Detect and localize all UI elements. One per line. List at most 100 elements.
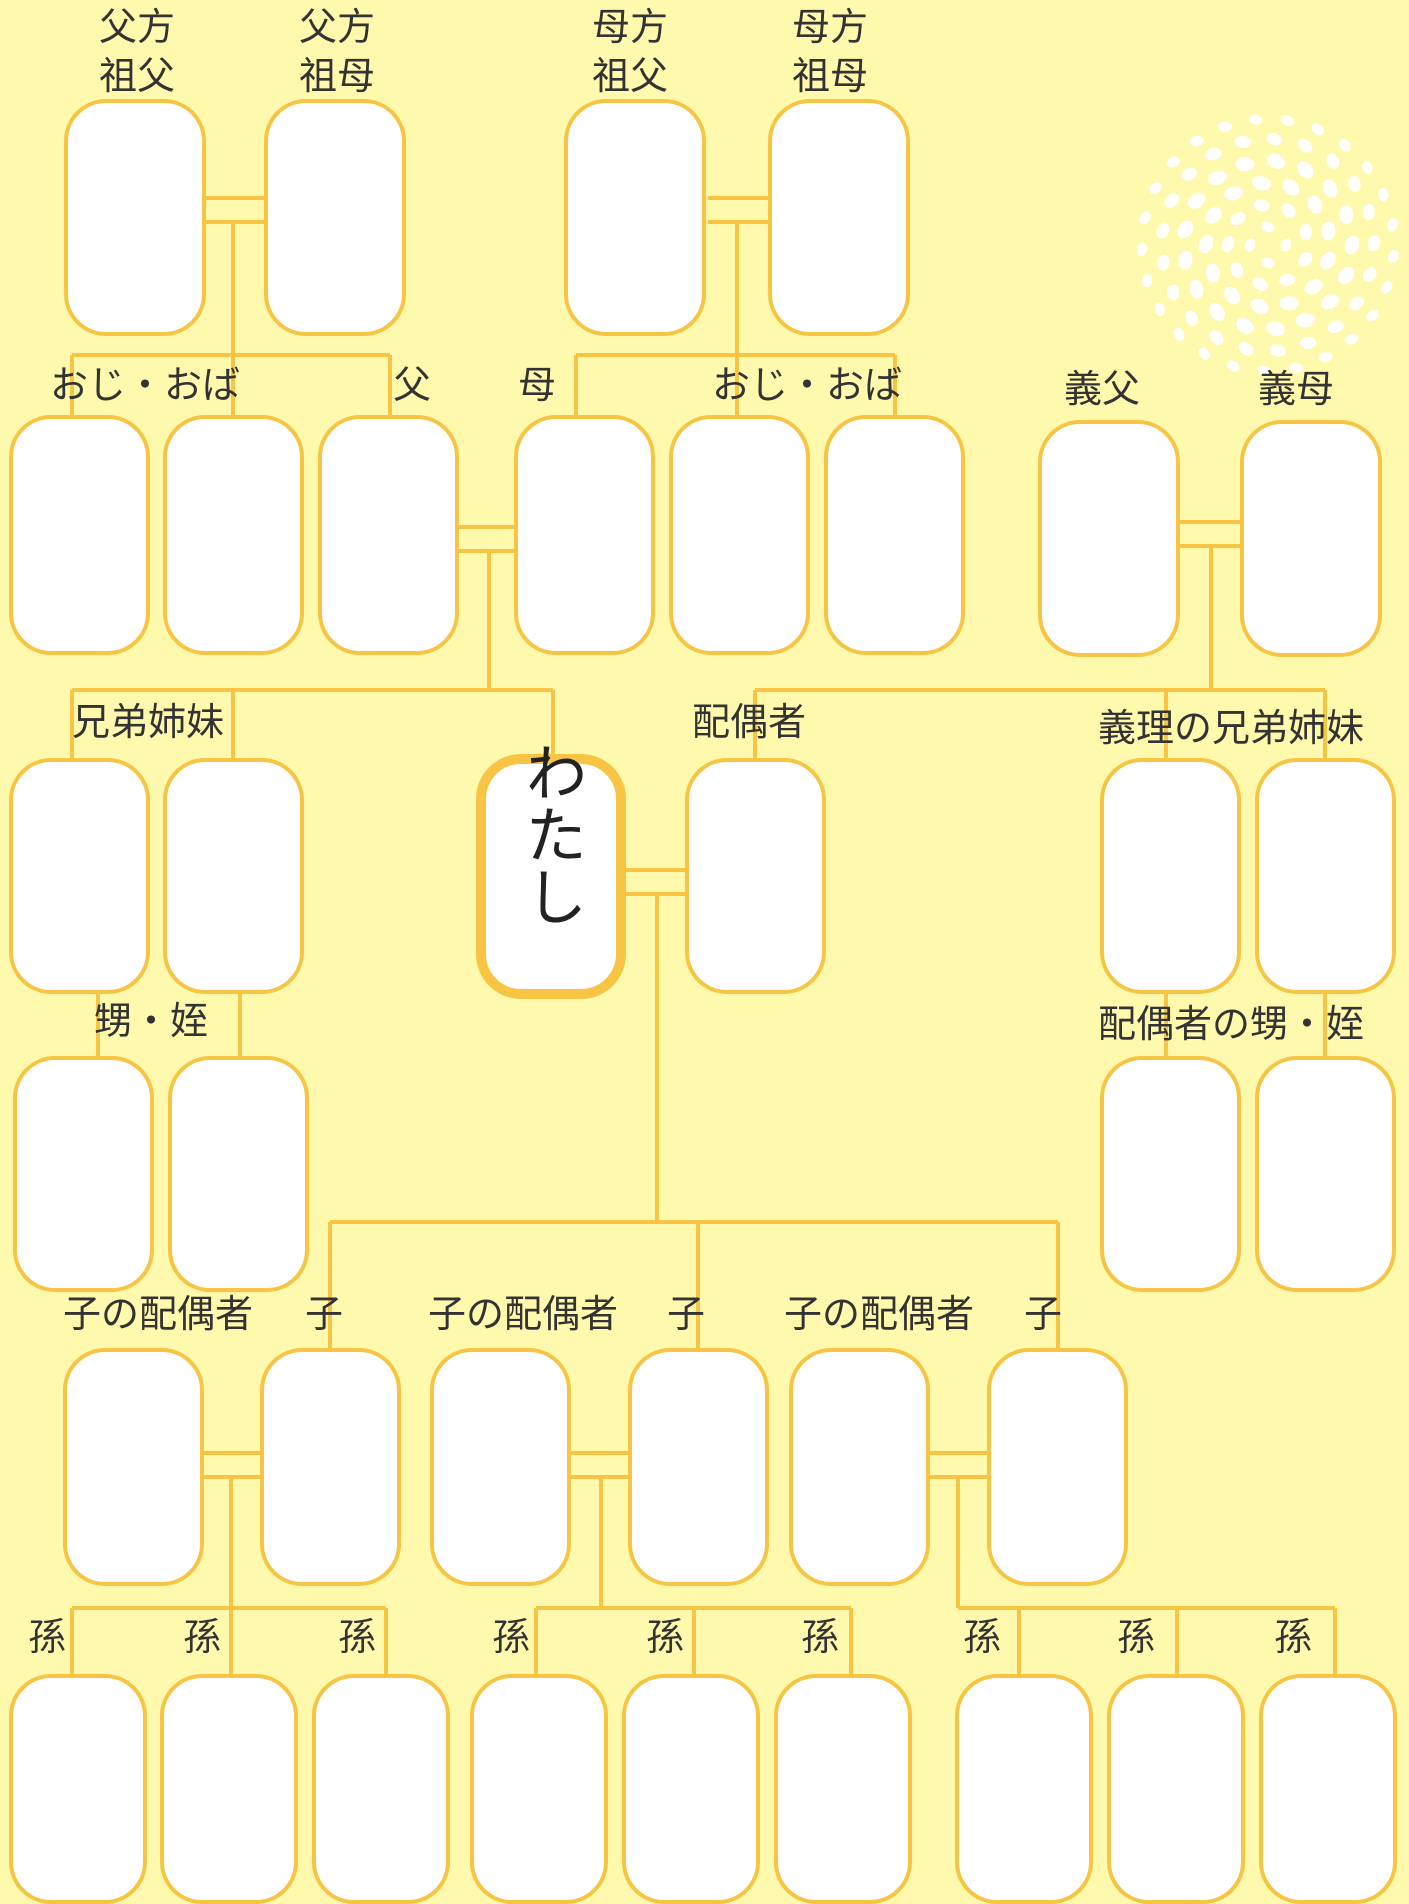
box-father-in-law[interactable] bbox=[1038, 420, 1180, 657]
sun-dot bbox=[1367, 235, 1381, 252]
box-paternal-grandfather[interactable] bbox=[64, 99, 206, 336]
dotted-sun-icon bbox=[1136, 114, 1399, 377]
sun-dot bbox=[1166, 156, 1180, 168]
box-child-3[interactable] bbox=[987, 1348, 1128, 1586]
sun-dot bbox=[1189, 279, 1204, 299]
label-grandchild-5: 孫 bbox=[646, 1615, 684, 1659]
label-grandchild-1: 孫 bbox=[28, 1615, 66, 1659]
box-grandchild-6[interactable] bbox=[774, 1674, 912, 1904]
sun-dot bbox=[1345, 333, 1359, 345]
sun-dot bbox=[1322, 179, 1338, 198]
label-paternal-grandfather-line1: 父方 bbox=[99, 5, 175, 49]
label-grandchild-3: 孫 bbox=[338, 1615, 376, 1659]
sun-dot bbox=[1235, 157, 1255, 172]
label-child-1: 子 bbox=[305, 1292, 343, 1336]
label-maternal-grandfather-line1: 母方 bbox=[592, 5, 668, 49]
box-spouse-nephew-niece-1[interactable] bbox=[1100, 1056, 1241, 1292]
box-spouse[interactable] bbox=[685, 758, 826, 994]
box-maternal-grandfather[interactable] bbox=[564, 99, 706, 336]
box-grandchild-7[interactable] bbox=[955, 1674, 1093, 1904]
box-sibling-1[interactable] bbox=[9, 758, 150, 994]
box-sibling-2[interactable] bbox=[163, 758, 304, 994]
sun-dot bbox=[1178, 250, 1193, 270]
label-siblings: 兄弟姉妹 bbox=[72, 700, 224, 744]
sun-dot bbox=[1289, 362, 1303, 373]
sun-dot bbox=[1261, 221, 1275, 233]
sun-dot bbox=[1280, 115, 1294, 126]
label-maternal-grandmother-line2: 祖母 bbox=[792, 54, 868, 98]
sun-dot bbox=[1297, 138, 1313, 153]
box-grandchild-3[interactable] bbox=[312, 1674, 450, 1904]
box-mother-in-law[interactable] bbox=[1240, 420, 1382, 657]
box-paternal-aunt-uncle-1[interactable] bbox=[9, 415, 150, 655]
sun-dot bbox=[1339, 205, 1354, 225]
sun-dot bbox=[1198, 347, 1211, 360]
label-child-spouse-3: 子の配偶者 bbox=[784, 1292, 974, 1336]
label-grandchild-4: 孫 bbox=[492, 1615, 530, 1659]
label-child-spouse-1: 子の配偶者 bbox=[63, 1292, 253, 1336]
box-child-1[interactable] bbox=[260, 1348, 401, 1586]
box-child-spouse-2[interactable] bbox=[430, 1348, 571, 1586]
box-nephew-niece-1[interactable] bbox=[13, 1056, 154, 1292]
box-sibling-in-law-2[interactable] bbox=[1255, 758, 1396, 994]
box-father[interactable] bbox=[318, 415, 459, 655]
box-grandchild-9[interactable] bbox=[1259, 1674, 1397, 1904]
box-grandchild-5[interactable] bbox=[622, 1674, 760, 1904]
sun-dot bbox=[1224, 286, 1240, 305]
box-mother[interactable] bbox=[514, 415, 655, 655]
sun-dot bbox=[1298, 252, 1313, 267]
sun-dot bbox=[1321, 221, 1336, 241]
sun-dot bbox=[1320, 294, 1340, 310]
sun-dot bbox=[1230, 262, 1244, 279]
box-child-spouse-1[interactable] bbox=[63, 1348, 204, 1586]
box-grandchild-1[interactable] bbox=[9, 1674, 147, 1904]
label-paternal-aunt-uncle: おじ・おば bbox=[50, 363, 240, 407]
sun-dot bbox=[1344, 235, 1360, 255]
box-child-2[interactable] bbox=[628, 1348, 769, 1586]
sun-dot bbox=[1218, 121, 1232, 132]
sun-dot bbox=[1139, 211, 1151, 225]
sun-dot bbox=[1279, 296, 1299, 311]
sun-dot bbox=[1234, 135, 1251, 149]
sun-dot bbox=[1230, 212, 1246, 226]
sun-dot bbox=[1253, 199, 1270, 212]
box-grandchild-2[interactable] bbox=[160, 1674, 298, 1904]
sun-dot bbox=[1181, 167, 1197, 181]
box-maternal-grandmother[interactable] bbox=[768, 99, 910, 336]
box-maternal-aunt-uncle-1[interactable] bbox=[669, 415, 810, 655]
label-paternal-grandfather-line2: 祖父 bbox=[99, 54, 175, 98]
sun-dot bbox=[1164, 193, 1179, 208]
sun-dot bbox=[1295, 313, 1315, 328]
sun-dot bbox=[1187, 192, 1206, 209]
box-self[interactable] bbox=[476, 754, 626, 999]
label-child-spouse-2: 子の配偶者 bbox=[428, 1292, 618, 1336]
sun-dot bbox=[1136, 242, 1148, 257]
sun-dot bbox=[1252, 176, 1271, 191]
sun-dot bbox=[1266, 153, 1286, 169]
sun-dot bbox=[1378, 187, 1389, 202]
sun-dot bbox=[1387, 218, 1398, 232]
sun-dot bbox=[1261, 257, 1275, 269]
box-maternal-aunt-uncle-2[interactable] bbox=[824, 415, 965, 655]
sun-dot bbox=[1362, 204, 1375, 221]
sun-dot bbox=[1221, 236, 1235, 253]
box-paternal-aunt-uncle-2[interactable] bbox=[163, 415, 304, 655]
box-nephew-niece-2[interactable] bbox=[168, 1056, 309, 1292]
sun-dot bbox=[1311, 123, 1324, 136]
sun-dot bbox=[1307, 195, 1323, 214]
box-spouse-nephew-niece-2[interactable] bbox=[1255, 1056, 1396, 1292]
sun-dot bbox=[1224, 186, 1243, 201]
label-grandchild-2: 孫 bbox=[183, 1615, 221, 1659]
box-sibling-in-law-1[interactable] bbox=[1100, 758, 1241, 994]
box-grandchild-4[interactable] bbox=[470, 1674, 608, 1904]
sun-dot bbox=[1269, 344, 1286, 357]
box-paternal-grandmother[interactable] bbox=[264, 99, 406, 336]
box-grandchild-8[interactable] bbox=[1107, 1674, 1245, 1904]
connector-lines bbox=[70, 196, 1337, 1676]
box-child-spouse-3[interactable] bbox=[789, 1348, 930, 1586]
label-father: 父 bbox=[393, 363, 431, 407]
sun-dot bbox=[1279, 274, 1296, 287]
sun-dot bbox=[1304, 279, 1323, 295]
label-spouse-nephew-niece: 配偶者の甥・姪 bbox=[1098, 1002, 1364, 1046]
